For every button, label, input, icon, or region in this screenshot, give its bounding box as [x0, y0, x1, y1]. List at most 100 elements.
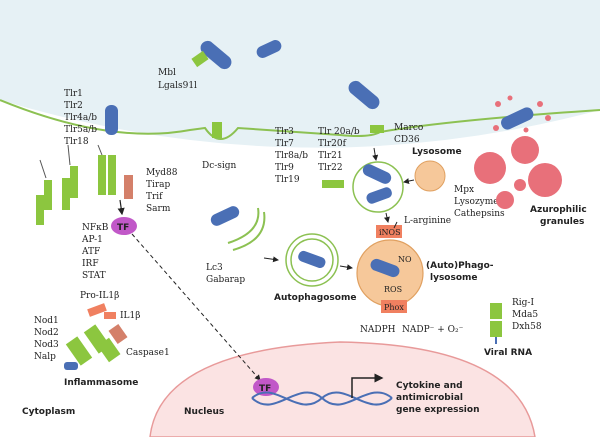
- tlr-item: Tlr5a/b: [64, 125, 97, 135]
- nod-item: Nod3: [34, 340, 59, 350]
- nucleus-label: Nucleus: [184, 407, 224, 417]
- tlr-endo-item: Tlr3: [275, 127, 294, 137]
- azurophilic-granule: [528, 163, 562, 197]
- tlr-endo-item: Tlr21: [318, 151, 343, 161]
- svg-text:antimicrobial: antimicrobial: [396, 393, 463, 403]
- pro-il1b: [87, 303, 107, 317]
- tf-item: AP-1: [81, 235, 103, 245]
- dcsign-receptor: [212, 122, 222, 138]
- tf-nucleus-oval: [253, 378, 279, 396]
- tlr-endo-item: Tlr22: [318, 163, 343, 173]
- azurophilic-label: granules: [540, 217, 584, 227]
- lyso-item: Cathepsins: [454, 209, 505, 219]
- azurophilic-label: Azurophilic: [530, 205, 587, 215]
- arrow: [339, 264, 353, 271]
- rig-item: Dxh58: [512, 322, 542, 332]
- bacterium: [256, 40, 282, 58]
- tlr-endo-item: Tlr 20a/b: [318, 127, 360, 137]
- tlr-item: Tlr2: [64, 101, 83, 111]
- caspase1: [108, 324, 128, 344]
- bacterium: [370, 258, 400, 278]
- azurophilic-granule: [496, 191, 514, 209]
- marco-receptor: [370, 125, 384, 133]
- nod-item: Nod1: [34, 316, 59, 326]
- lysosome: [414, 160, 446, 192]
- leader-line: [67, 144, 71, 166]
- no-label: NO: [398, 255, 412, 264]
- dcsign-label: Dc-sign: [202, 161, 237, 171]
- tlr-surface-list: Tlr1 Tlr2 Tlr4a/b Tlr5a/b Tlr18: [64, 89, 97, 147]
- tf-oval: [111, 217, 137, 235]
- bacterium: [501, 107, 534, 130]
- tlr-endo-item: Tlr9: [275, 163, 294, 173]
- autophagosome-label: Autophagosome: [274, 293, 356, 303]
- arrow: [383, 212, 390, 223]
- endosome-tlr-list-left: Tlr3 Tlr7 Tlr8a/b Tlr9 Tlr19: [275, 127, 308, 185]
- phagophore: [232, 211, 266, 251]
- phagolyso-label: lysosome: [430, 273, 478, 283]
- lyso-item: Mpx: [454, 185, 474, 195]
- rig-item: Rig-I: [512, 298, 534, 308]
- arrow: [393, 221, 398, 229]
- tlr-endo-item: Tlr20f: [318, 139, 347, 149]
- bacterium: [64, 362, 78, 370]
- bacterium: [366, 187, 392, 204]
- tlr-item: Tlr18: [64, 137, 89, 147]
- inos-label: iNOS: [379, 228, 401, 237]
- dna-strand: [251, 391, 393, 406]
- tlr-endo-item: Tlr19: [275, 175, 300, 185]
- tf-dashed-arrow: [131, 233, 261, 381]
- tf-item: ATF: [81, 247, 100, 257]
- arrow: [372, 147, 379, 161]
- granule-dots: [493, 95, 551, 133]
- phagophore: [227, 207, 260, 244]
- inflammasome-label: Inflammasome: [64, 378, 138, 388]
- bacterium: [362, 164, 392, 184]
- leader-line: [39, 159, 47, 179]
- myd-item: Myd88: [146, 168, 178, 178]
- arrow: [263, 256, 279, 263]
- nadp-label: NADP⁻ + O₂⁻: [402, 325, 464, 335]
- tlr-endo-item: Tlr7: [275, 139, 294, 149]
- bacterium: [105, 105, 118, 135]
- tlr-receptors: [36, 155, 116, 225]
- tf-label: TF: [117, 223, 129, 233]
- tf-item: IRF: [82, 259, 99, 269]
- tf-list: NFκB AP-1 ATF IRF STAT: [81, 223, 109, 281]
- bacterium: [210, 206, 240, 226]
- tf-item: NFκB: [82, 223, 109, 233]
- larginine-label: L-arginine: [404, 216, 451, 226]
- transcription-arrow: [351, 373, 384, 398]
- bacterium: [348, 80, 380, 110]
- rig-receptor: [490, 303, 502, 319]
- bacterium: [298, 250, 326, 269]
- nadph-label: NADPH: [360, 325, 396, 335]
- myd-item: Sarm: [146, 204, 171, 214]
- phox-label: Phox: [384, 303, 404, 312]
- lysosome-label: Lysosome: [412, 147, 462, 157]
- cytoplasm-label: Cytoplasm: [22, 407, 75, 417]
- tlr-item: Tlr1: [64, 89, 83, 99]
- bacterium: [200, 40, 232, 70]
- tlr-endo-item: Tlr8a/b: [275, 151, 308, 161]
- cd36-label: CD36: [394, 135, 420, 145]
- mbl-label: Mbl: [158, 68, 176, 78]
- nod-list: Nod1 Nod2 Nod3 Nalp: [34, 316, 59, 362]
- nod-item: Nalp: [34, 352, 56, 362]
- tf-item: STAT: [82, 271, 106, 281]
- azurophilic-granule: [474, 152, 506, 184]
- endosome-tlr: [322, 180, 344, 188]
- myd-item: Tirap: [146, 180, 171, 190]
- pro-il1b-label: Pro-IL1β: [80, 291, 119, 301]
- tlr-item: Tlr4a/b: [64, 113, 97, 123]
- phox-box: [381, 300, 407, 313]
- il1b: [104, 312, 116, 319]
- extracellular-space: [0, 0, 600, 148]
- rig-receptor: [490, 321, 502, 337]
- azurophilic-granule: [511, 136, 539, 164]
- autophagosome-inner: [290, 238, 334, 282]
- marco-label: Marco: [394, 123, 423, 133]
- svg-text:Cytokine and: Cytokine and: [396, 381, 463, 391]
